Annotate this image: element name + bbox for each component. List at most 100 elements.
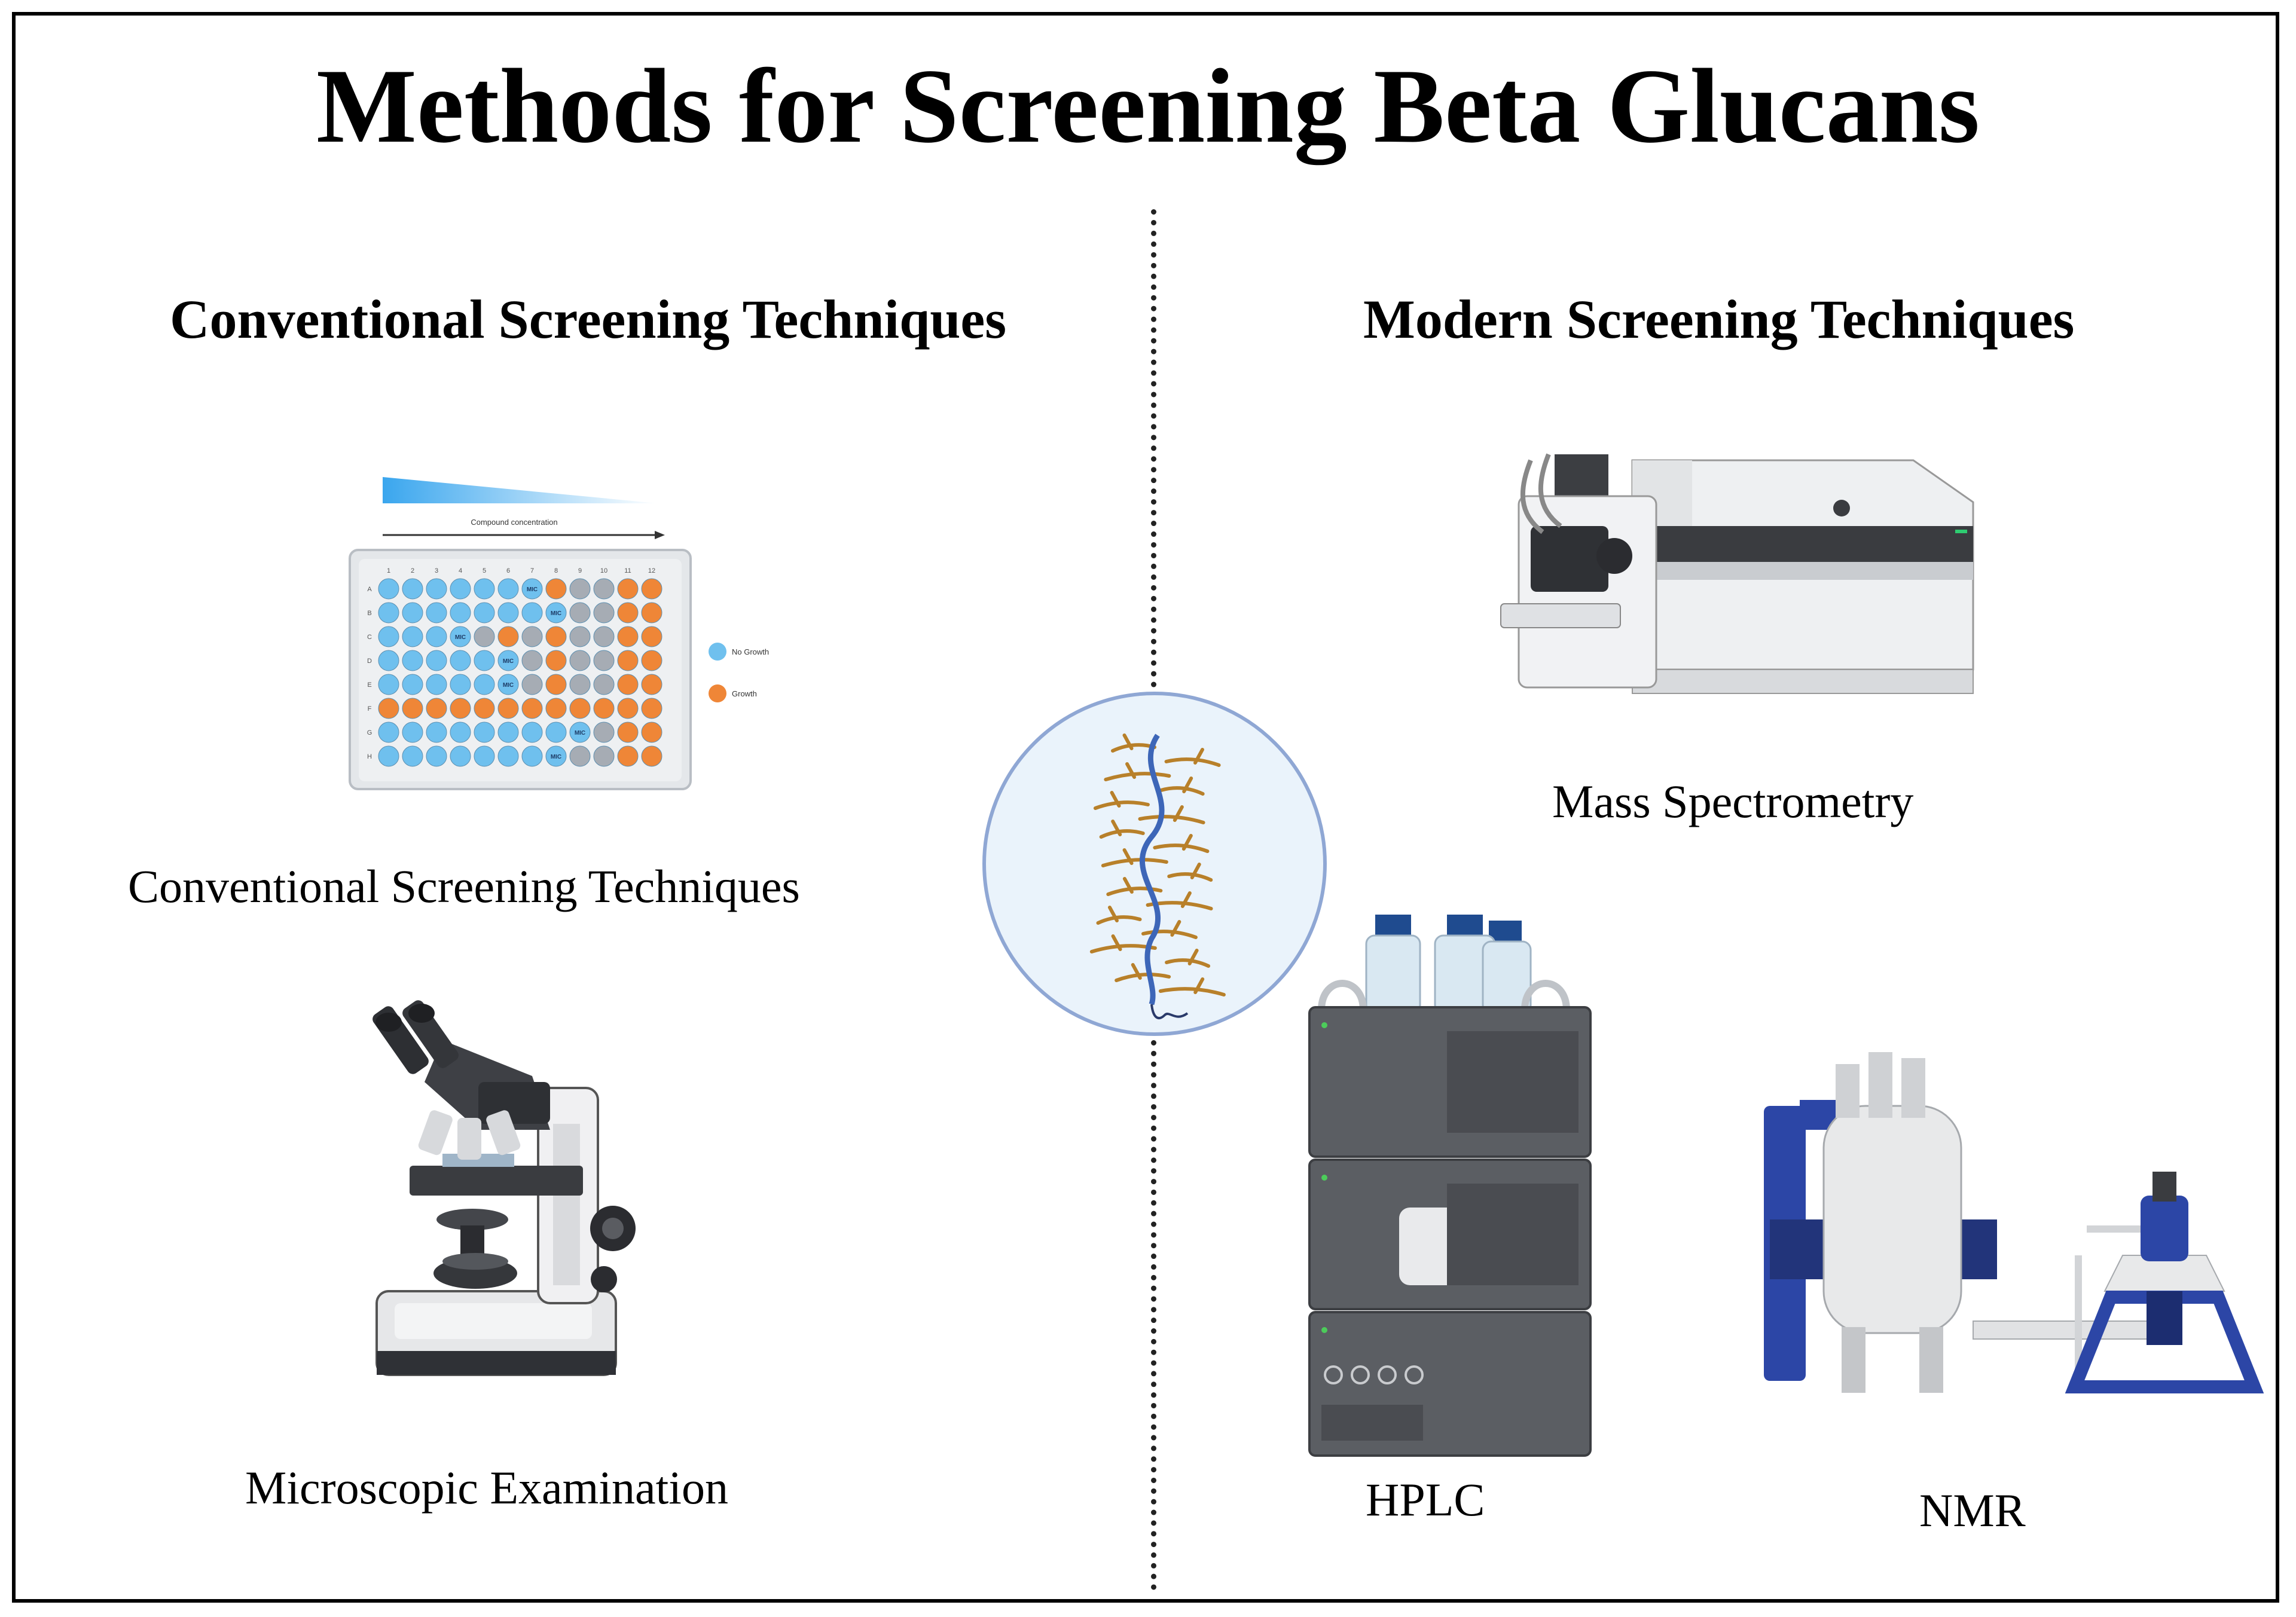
plate-well — [497, 745, 519, 767]
plate-well — [641, 650, 662, 671]
plate-well — [378, 745, 399, 767]
plate-well — [521, 578, 543, 600]
legend-growth-label: Growth — [732, 689, 757, 698]
plate-well — [450, 745, 471, 767]
mass-spec-caption: Mass Spectrometry — [1552, 775, 1914, 827]
mic-marker: MIC — [575, 730, 585, 736]
plate-well — [450, 722, 471, 743]
plate-well — [426, 578, 447, 600]
mic-marker: MIC — [503, 682, 514, 689]
plate-well — [617, 650, 639, 671]
plate-well — [378, 626, 399, 647]
figure-title: Methods for Screening Beta Glucans — [316, 47, 1980, 165]
plate-well — [641, 722, 662, 743]
glucan-branch — [1165, 949, 1211, 968]
plate-well — [593, 674, 615, 695]
plate-well — [378, 650, 399, 671]
figure-frame — [12, 12, 2279, 1603]
plate-well — [569, 650, 591, 671]
plate-well — [593, 650, 615, 671]
plate-well — [497, 578, 519, 600]
concentration-gradient-triangle — [383, 477, 658, 503]
plate-well — [497, 650, 519, 671]
plate-well — [617, 626, 639, 647]
plate-well — [426, 650, 447, 671]
glucan-branch — [1164, 748, 1221, 767]
plate-column-label: 5 — [483, 567, 486, 574]
nmr-caption: NMR — [1919, 1484, 2026, 1536]
microscope-illustration — [373, 1000, 636, 1376]
plate-column-label: 8 — [554, 567, 558, 574]
glucan-branch — [1106, 877, 1163, 896]
plate-well — [617, 698, 639, 719]
plate-column-label: 7 — [530, 567, 534, 574]
plate-well — [593, 722, 615, 743]
plate-well — [402, 745, 423, 767]
plate-well — [641, 626, 662, 647]
plate-well — [474, 626, 495, 647]
plate-well — [569, 578, 591, 600]
plate-well — [497, 602, 519, 623]
plate-well — [402, 698, 423, 719]
glucan-branches — [1089, 733, 1226, 997]
plate-well — [378, 578, 399, 600]
glucan-branch — [1167, 863, 1213, 882]
arrow-head — [655, 531, 665, 539]
glucan-branch — [1158, 977, 1226, 997]
plate-well — [426, 674, 447, 695]
plate-well — [545, 674, 567, 695]
plate-well — [474, 722, 495, 743]
left-section-heading: Conventional Screening Techniques — [170, 289, 1007, 350]
glucan-backbone — [1140, 733, 1165, 1005]
plate-row-label: C — [367, 634, 372, 641]
mic-marker: MIC — [503, 658, 514, 665]
plate-well — [402, 722, 423, 743]
mic-marker: MIC — [551, 610, 561, 617]
plate-well — [521, 602, 543, 623]
mic-marker: MIC — [551, 754, 561, 760]
plate-well — [474, 602, 495, 623]
plate-well — [545, 578, 567, 600]
glucan-branch — [1099, 820, 1145, 839]
plate-row-label: D — [367, 658, 372, 665]
plate-well — [569, 626, 591, 647]
plate-well — [402, 674, 423, 695]
plate-well — [497, 626, 519, 647]
plate-column-label: 9 — [578, 567, 582, 574]
plate-well — [426, 698, 447, 719]
plate-well — [497, 698, 519, 719]
plate-well — [450, 626, 471, 647]
legend-growth-swatch — [709, 684, 726, 702]
plate-column-label: 10 — [600, 567, 607, 574]
plate-well — [521, 650, 543, 671]
plate-well — [593, 745, 615, 767]
plate-well — [569, 602, 591, 623]
plate-well — [474, 674, 495, 695]
plate-well — [426, 626, 447, 647]
plate-well — [521, 626, 543, 647]
glucan-branch — [1141, 920, 1198, 939]
plate-well — [450, 602, 471, 623]
glucan-branch — [1101, 848, 1168, 867]
plate-column-label: 6 — [506, 567, 510, 574]
mic-marker: MIC — [455, 634, 466, 641]
plate-well — [569, 722, 591, 743]
glucan-branch — [1138, 805, 1205, 824]
plate-column-label: 2 — [411, 567, 414, 574]
plate-well — [426, 722, 447, 743]
plate-column-label: 12 — [648, 567, 655, 574]
plate-well — [450, 650, 471, 671]
plate-well — [593, 626, 615, 647]
plate-well — [497, 722, 519, 743]
plate-well — [450, 698, 471, 719]
plate-well — [402, 650, 423, 671]
plate-row-label: B — [367, 610, 371, 617]
plate-well — [593, 602, 615, 623]
plate-well — [641, 745, 662, 767]
plate-well — [450, 578, 471, 600]
plate-well — [617, 602, 639, 623]
plate-well — [617, 674, 639, 695]
